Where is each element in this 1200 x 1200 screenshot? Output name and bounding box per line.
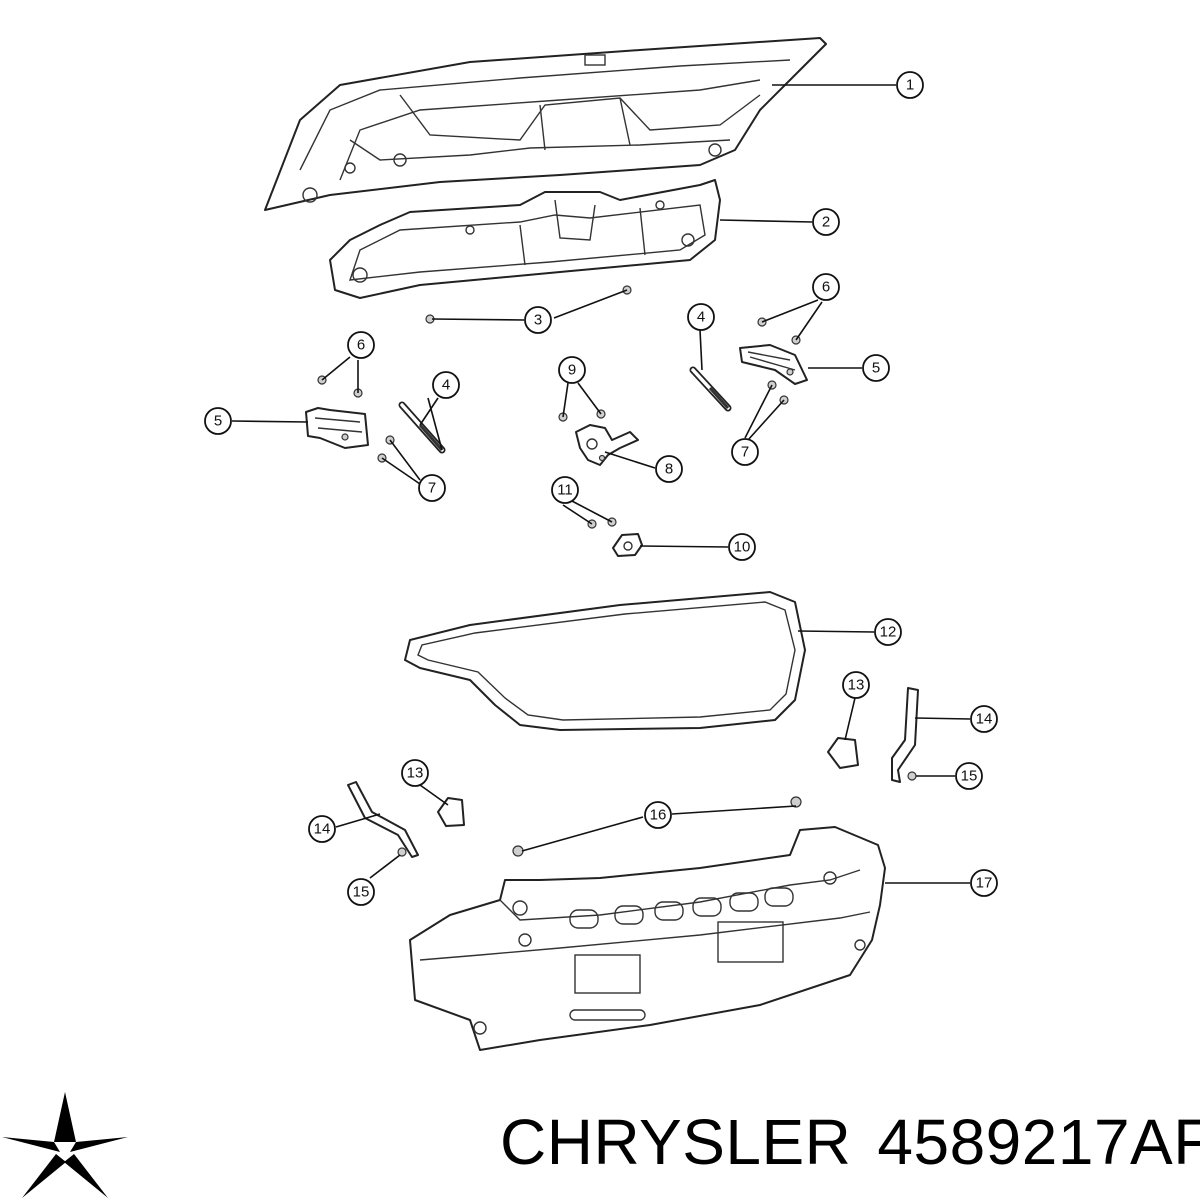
striker-part [612,533,643,557]
deck-lid-trim-panel-part [329,179,721,299]
part-caption: CHRYSLER 4589217AF [500,1105,1200,1179]
svg-text:5: 5 [214,413,222,430]
callout-14-left: 14 [308,815,336,843]
callout-15-right: 15 [955,762,983,790]
svg-text:6: 6 [822,279,830,296]
callout-4-right: 4 [687,303,715,331]
rear-closure-panel-part [409,826,886,1051]
svg-text:13: 13 [407,765,424,782]
svg-text:15: 15 [353,884,370,901]
svg-text:13: 13 [848,677,865,694]
svg-text:8: 8 [665,461,673,478]
bolt-part [317,317,801,398]
weatherstrip-seal-part [404,591,806,731]
svg-text:4: 4 [442,377,450,394]
bumper-left-part [437,797,465,827]
svg-text:16: 16 [650,807,667,824]
deck-lid-part [264,37,827,211]
callout-8: 8 [655,455,683,483]
svg-text:12: 12 [880,624,897,641]
svg-text:15: 15 [961,768,978,785]
svg-text:5: 5 [872,360,880,377]
callout-16: 16 [644,801,672,829]
callout-6-left: 6 [347,331,375,359]
gas-strut-right-part [689,366,732,412]
callout-7-right: 7 [731,438,759,466]
callout-15-left: 15 [347,878,375,906]
latch-nut-part [558,409,606,422]
svg-text:2: 2 [822,214,830,231]
callout-9: 9 [558,356,586,384]
callout-14-right: 14 [970,705,998,733]
hinge-right-part [739,344,808,385]
svg-text:11: 11 [557,482,573,499]
push-pin-part [512,796,802,857]
striker-bolt-part [587,517,617,529]
part-number: 4589217AF [877,1106,1200,1178]
callout-13-right: 13 [842,671,870,699]
svg-text:10: 10 [734,539,751,556]
latch-part [575,424,639,466]
svg-text:3: 3 [534,312,542,329]
leader-lines [231,84,971,884]
pentastar-logo-icon [2,1092,128,1198]
callout-11: 11 [551,476,579,504]
hinge-left-part [305,407,369,449]
bracket-right-part [891,687,919,783]
svg-text:17: 17 [976,875,993,892]
callout-12: 12 [874,618,902,646]
callout-5-right: 5 [862,354,890,382]
svg-text:14: 14 [314,821,331,838]
callout-10: 10 [728,533,756,561]
callout-7-left: 7 [418,474,446,502]
callout-13-left: 13 [401,759,429,787]
callout-4-left: 4 [432,371,460,399]
bumper-right-part [827,737,859,769]
clip-part [425,285,632,324]
svg-text:7: 7 [741,444,749,461]
svg-text:9: 9 [568,362,576,379]
svg-text:6: 6 [357,337,365,354]
brand-name: CHRYSLER [500,1106,852,1178]
svg-text:4: 4 [697,309,705,326]
callout-6-right: 6 [812,273,840,301]
callout-3: 3 [524,306,552,334]
callout-17: 17 [970,869,998,897]
bracket-left-part [347,781,419,858]
svg-text:1: 1 [906,77,914,94]
gas-strut-left-part [398,401,446,454]
callout-2: 2 [812,208,840,236]
callout-1: 1 [896,71,924,99]
callout-5-left: 5 [204,407,232,435]
svg-text:14: 14 [976,711,993,728]
svg-text:7: 7 [428,480,436,497]
